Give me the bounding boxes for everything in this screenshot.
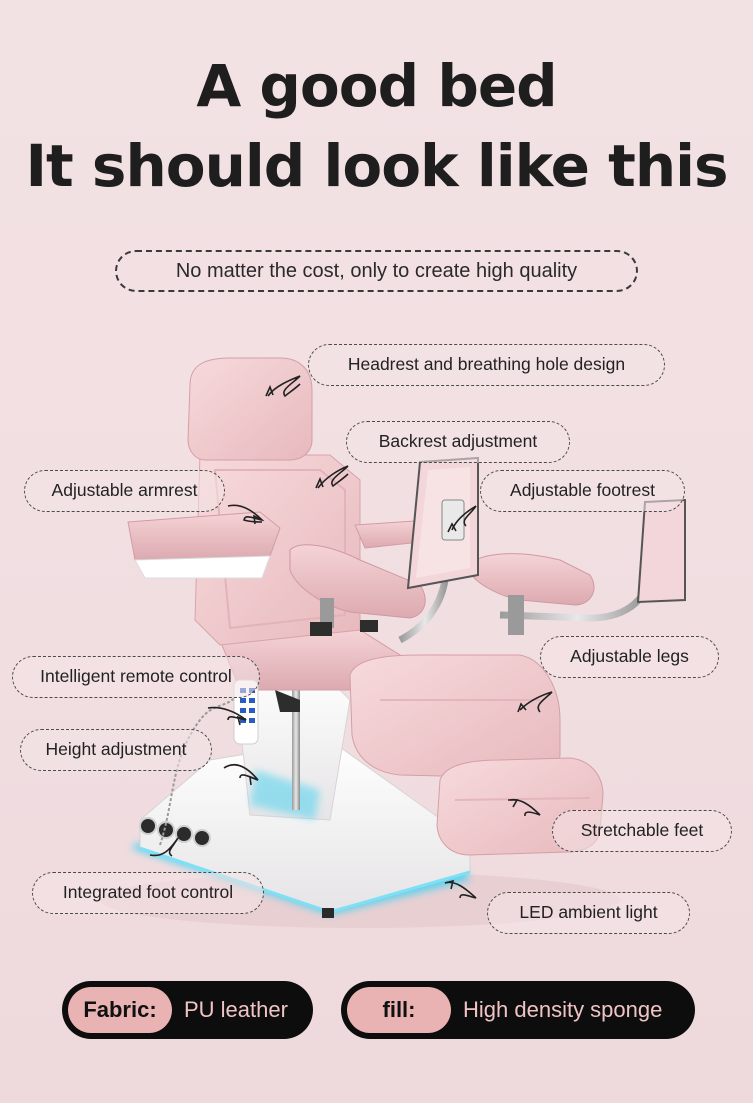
callout-backrest: Backrest adjustment [346, 421, 570, 463]
callout-feet: Stretchable feet [552, 810, 732, 852]
callout-height: Height adjustment [20, 729, 212, 771]
callout-led: LED ambient light [487, 892, 690, 934]
fill-spec-pill: fill: High density sponge [341, 981, 695, 1039]
fabric-label: Fabric: [68, 987, 172, 1033]
callout-legs: Adjustable legs [540, 636, 719, 678]
subtitle-badge: No matter the cost, only to create high … [115, 250, 638, 292]
callout-foot-control: Integrated foot control [32, 872, 264, 914]
headline-line-1: A good bed [196, 52, 557, 120]
callout-headrest: Headrest and breathing hole design [308, 344, 665, 386]
callout-remote: Intelligent remote control [12, 656, 260, 698]
callout-footrest: Adjustable footrest [480, 470, 685, 512]
foot-control-buttons [139, 817, 211, 847]
callout-armrest: Adjustable armrest [24, 470, 225, 512]
fill-label: fill: [347, 987, 451, 1033]
pointer-arrows [149, 375, 553, 899]
fabric-spec-pill: Fabric: PU leather [62, 981, 313, 1039]
headline-line-2: It should look like this [25, 132, 728, 200]
fabric-value: PU leather [184, 997, 288, 1022]
fill-value: High density sponge [463, 997, 663, 1022]
